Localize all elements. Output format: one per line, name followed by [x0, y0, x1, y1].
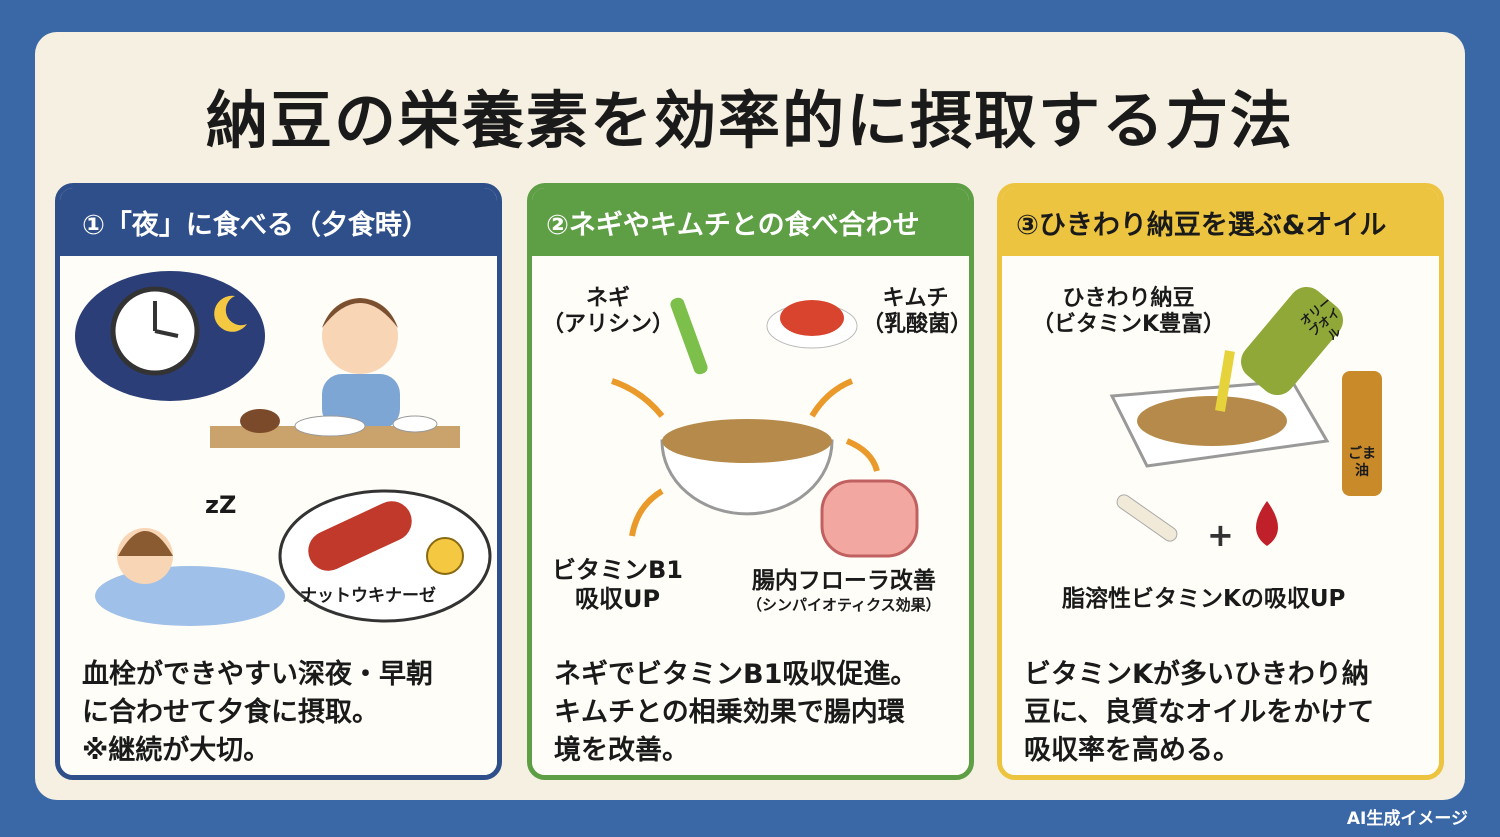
text-line: ネギでビタミンB1吸収促進。 — [554, 659, 918, 690]
arrow-icon — [629, 488, 664, 537]
combination-illustration — [611, 297, 919, 558]
card-description: ビタミンKが多いひきわり納 豆に、良質なオイルをかけて 吸収率を高める。 — [1024, 656, 1425, 770]
olive-oil-bottle — [1241, 286, 1343, 396]
sesame-label: ごま油 — [1348, 446, 1376, 479]
table — [210, 426, 460, 448]
intestine-character — [820, 479, 919, 558]
card-description: 血栓ができやすい深夜・早朝 に合わせて夕食に摂取。 ※継続が大切。 — [82, 656, 483, 770]
text-line: 境を改善。 — [554, 735, 689, 766]
text-line: 血栓ができやすい深夜・早朝 — [82, 659, 433, 690]
flora-label: 腸内フローラ改善（シンパイオティクス効果） — [747, 568, 941, 614]
enzyme-character — [426, 537, 464, 575]
sesame-oil-bottle — [1342, 371, 1382, 496]
arrow-icon — [611, 378, 665, 418]
hikiwari-oil-illustration — [1109, 286, 1382, 546]
card-description: ネギでビタミンB1吸収促進。 キムチとの相乗効果で腸内環 境を改善。 — [554, 656, 955, 770]
ai-generated-badge: AI生成イメージ — [1346, 809, 1468, 829]
man-eating — [322, 298, 398, 374]
text-line: 豆に、良質なオイルをかけて — [1024, 697, 1375, 728]
card-header: ①「夜」に食べる（夕食時） — [60, 188, 497, 256]
hikiwari-label: ひきわり納豆（ビタミンK豊富） — [1032, 286, 1226, 338]
green-onion-icon — [670, 297, 708, 375]
text-line: に合わせて夕食に摂取。 — [82, 697, 379, 728]
page-title: 納豆の栄養素を効率的に摂取する方法 — [205, 84, 1294, 157]
arrow-icon — [845, 438, 880, 472]
thought-bubble — [278, 489, 492, 623]
plus-sign: + — [1207, 516, 1234, 554]
sleeping-person — [95, 566, 285, 626]
text-line: キムチとの相乗効果で腸内環 — [554, 697, 905, 728]
card-header: ②ネギやキムチとの食べ合わせ — [532, 188, 969, 256]
text-line: ※継続が大切。 — [82, 735, 271, 766]
moon-icon — [214, 295, 247, 332]
text-line: ビタミンKが多いひきわり納 — [1024, 659, 1369, 690]
blood-drop-icon — [1256, 501, 1278, 546]
text-line: 吸収率を高める。 — [1024, 735, 1240, 766]
card-header: ③ひきわり納豆を選ぶ&オイル — [1002, 188, 1439, 256]
kimchi-label: キムチ（乳酸菌） — [862, 286, 973, 338]
card-evening: ①「夜」に食べる（夕食時） ナットウキナーゼ zZ 血栓ができやすい深夜・早朝 … — [55, 183, 502, 780]
bone-icon — [1116, 494, 1178, 542]
evening-meal-illustration — [75, 271, 492, 626]
kimchi-icon — [780, 300, 844, 336]
enzyme-label: ナットウキナーゼ — [300, 586, 436, 606]
card-hikiwari-oil: ③ひきわり納豆を選ぶ&オイル ひきわり納豆（ビタミンK豊富） オリーブオイル ご… — [997, 183, 1444, 780]
negi-label: ネギ（アリシン） — [542, 286, 675, 338]
arrow-icon — [809, 378, 854, 418]
vitk-label: 脂溶性ビタミンKの吸収UP — [1062, 586, 1346, 612]
blood-vessel-icon — [308, 501, 412, 571]
sleep-zz: zZ — [205, 491, 237, 519]
